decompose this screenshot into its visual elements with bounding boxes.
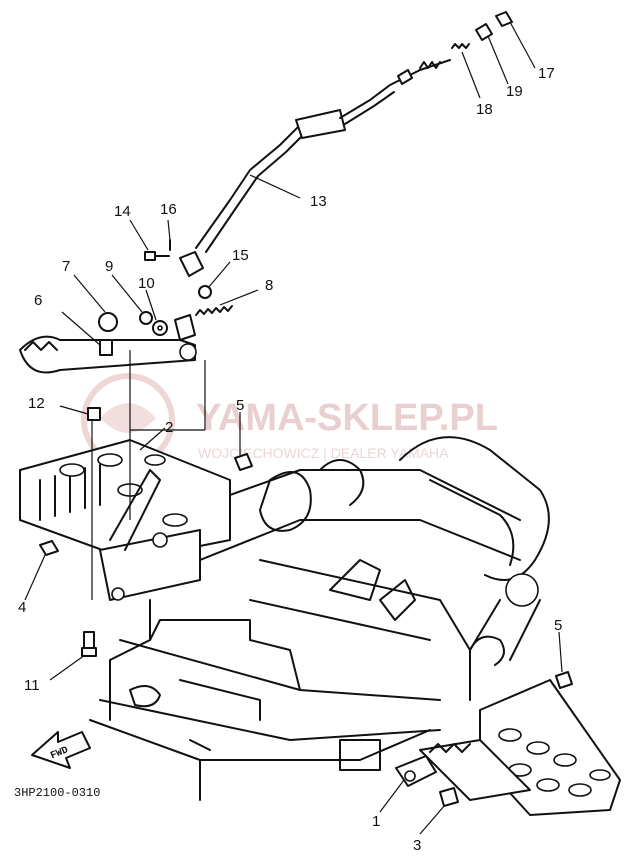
callout-18: 18	[476, 101, 493, 118]
leader-lines	[24, 21, 563, 835]
callout-9: 9	[105, 258, 113, 275]
callout-19: 19	[506, 83, 523, 100]
callout-5b: 5	[554, 617, 562, 634]
callout-8: 8	[265, 277, 273, 294]
callout-3: 3	[413, 837, 421, 854]
watermark-title: YAMA-SKLEP.PL	[196, 397, 498, 439]
callout-5a: 5	[236, 397, 244, 414]
callout-10: 10	[138, 275, 155, 292]
bolts	[39, 407, 573, 807]
callout-7: 7	[62, 258, 70, 275]
callouts: 1 2 3 4 5 5 6 7 8 9 10 11 12 13 14 15 16…	[18, 65, 562, 854]
frame	[89, 436, 550, 801]
small-parts	[139, 239, 233, 336]
diagram-code: 3HP2100-0310	[14, 786, 100, 800]
left-footrest	[19, 439, 231, 601]
callout-13: 13	[310, 193, 327, 210]
watermark-subtitle: WOJCIECHOWICZ | DEALER YAMAHA	[198, 445, 449, 461]
callout-2: 2	[165, 419, 173, 436]
callout-14: 14	[114, 203, 131, 220]
brake-pedal	[19, 312, 197, 374]
callout-6: 6	[34, 292, 42, 309]
callout-11: 11	[24, 677, 40, 694]
watermark: YAMA-SKLEP.PL WOJCIECHOWICZ | DEALER YAM…	[81, 373, 498, 467]
callout-15: 15	[232, 247, 249, 264]
fwd-arrow-icon: FWD	[31, 731, 91, 769]
callout-1: 1	[372, 813, 380, 830]
right-footrest	[395, 679, 621, 816]
brake-cable	[195, 11, 513, 253]
callout-16: 16	[160, 201, 177, 218]
callout-4: 4	[18, 599, 26, 616]
callout-12: 12	[28, 395, 45, 412]
callout-17: 17	[538, 65, 555, 82]
